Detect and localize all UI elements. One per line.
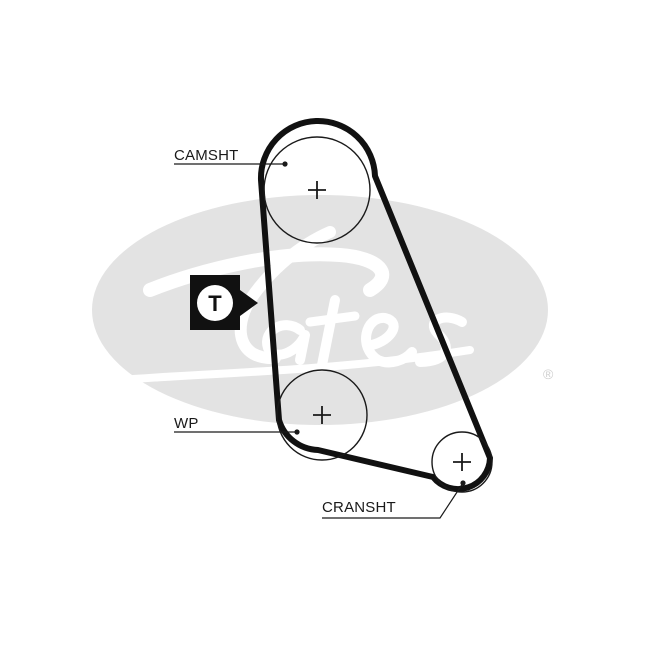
camshaft-pulley: [263, 136, 371, 244]
water-pump-leader-dot: [294, 429, 300, 435]
tensioner-circle: [197, 285, 233, 321]
water-pump-label: WP: [174, 415, 199, 432]
crankshaft-label: CRANSHT: [322, 499, 396, 516]
crankshaft-leader-dot: [460, 480, 466, 486]
crankshaft-callout: CRANSHT: [322, 480, 466, 519]
camshaft-pulley-circle: [263, 136, 371, 244]
tensioner-letter: T: [208, 291, 222, 316]
registered-mark: ®: [543, 366, 554, 382]
crankshaft-pulley-circle: [431, 431, 493, 493]
water-pump-callout: WP: [174, 415, 300, 435]
crankshaft-leader-line: [322, 482, 464, 519]
water-pump-pulley: [276, 369, 368, 461]
tensioner-indicator: T: [190, 275, 258, 330]
timing-belt: [257, 117, 493, 493]
crankshaft-pulley: [431, 431, 493, 493]
camshaft-callout: CAMSHT: [174, 147, 288, 167]
water-pump-pulley-circle: [276, 369, 368, 461]
camshaft-label: CAMSHT: [174, 147, 239, 164]
camshaft-leader-dot: [282, 161, 288, 167]
gates-watermark-logo: ®: [92, 195, 554, 425]
watermark-ellipse: [92, 195, 548, 425]
